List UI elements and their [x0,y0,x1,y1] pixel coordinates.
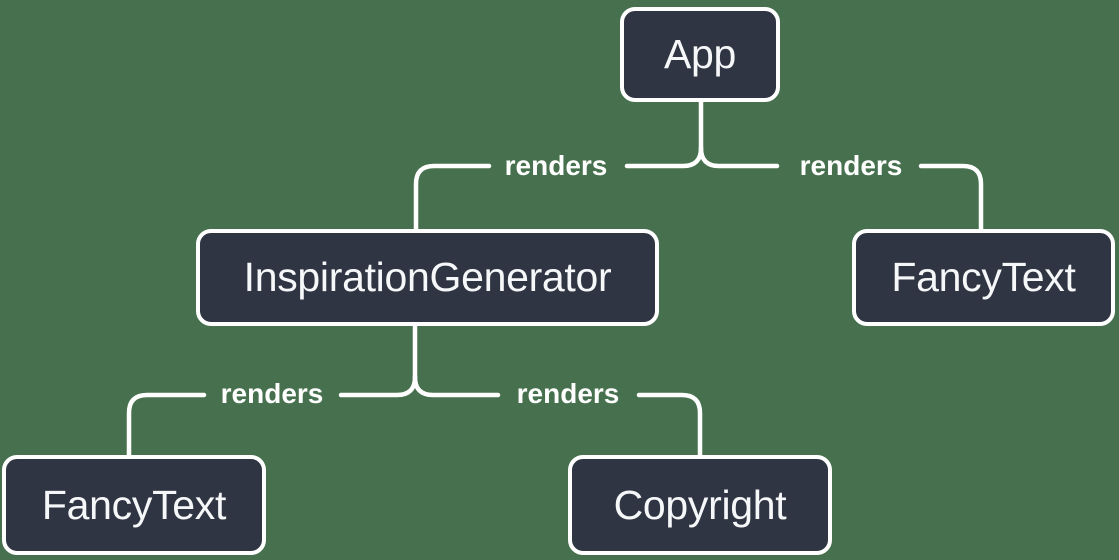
edge-label-inspiration-fancy-text: renders [220,378,324,409]
node-fancy-text-top-label: FancyText [891,254,1076,300]
node-copyright: Copyright [568,455,832,555]
node-fancy-text-bottom: FancyText [2,455,266,555]
edge-inspiration-left-flare [338,374,418,398]
edge-label-inspiration-copyright: renders [516,378,620,409]
node-fancy-text-bottom-label: FancyText [41,481,227,528]
node-inspiration-generator-label: InspirationGenerator [243,254,612,300]
edge-app-right-elbow [918,163,984,234]
edge-label-app-inspiration: renders [504,150,608,181]
node-copyright-label: Copyright [613,481,787,528]
node-app: App [620,7,780,102]
node-app-label: App [663,31,737,77]
edge-app-left-flare [624,145,704,169]
edge-inspiration-left-elbow [126,392,207,459]
node-fancy-text-top: FancyText [852,229,1115,326]
edge-app-left-elbow [413,163,492,234]
edge-app-right-flare [698,145,780,169]
edge-label-app-fancy-text: renders [799,150,903,181]
edge-inspiration-right-flare [412,374,501,398]
edge-inspiration-right-elbow [636,392,703,459]
node-inspiration-generator: InspirationGenerator [196,229,659,326]
